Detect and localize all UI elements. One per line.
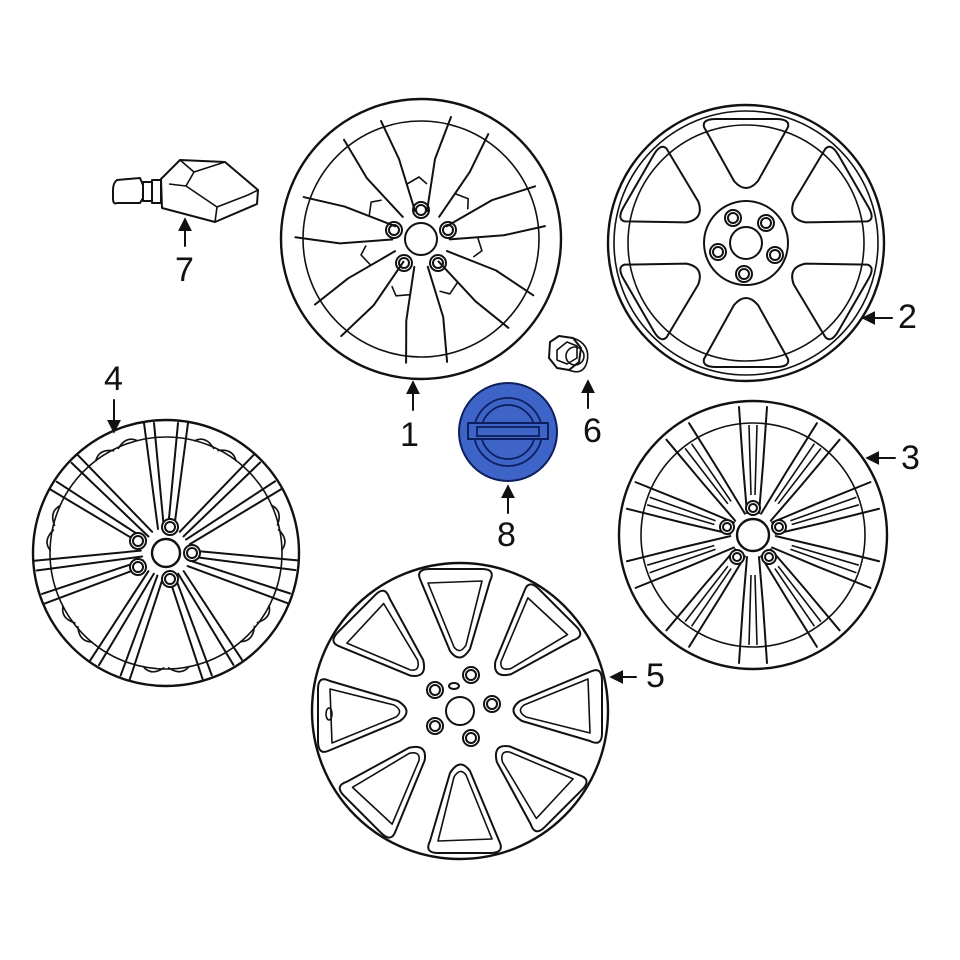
callout-label-3: 3 [901,439,920,477]
callout-label-1: 1 [400,416,419,454]
wheel-1[interactable] [279,97,563,381]
wheel-3[interactable] [617,399,889,671]
callout-label-2: 2 [898,298,917,336]
wheel-2[interactable] [606,103,886,383]
tpms-sensor[interactable] [112,159,259,223]
wheel-4[interactable] [27,418,305,692]
wheel-5[interactable] [310,561,610,861]
lug-nut[interactable] [548,335,589,373]
callout-label-6: 6 [583,412,602,450]
callout-label-8: 8 [497,516,516,554]
callout-label-4: 4 [104,360,123,398]
center-cap[interactable] [458,382,558,482]
callout-label-5: 5 [646,657,665,695]
callout-label-7: 7 [175,251,194,289]
